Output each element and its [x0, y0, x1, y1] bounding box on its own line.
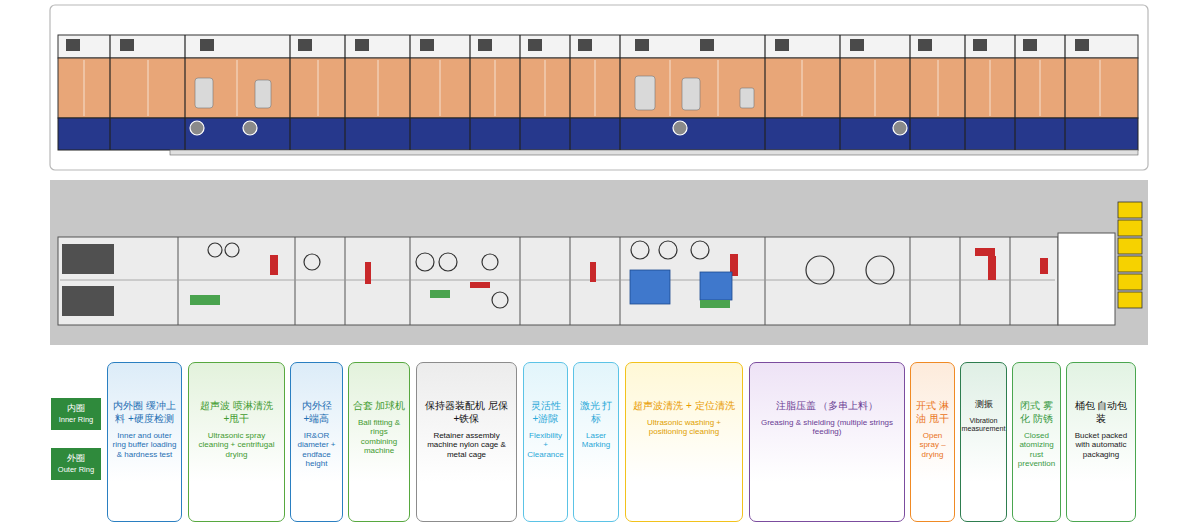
- station-box: 桶包 自动包装 Bucket packed with automatic pack…: [1066, 362, 1136, 522]
- station-box: 闭式 雾化 防锈 Closed atomizing rust prevention: [1012, 362, 1061, 522]
- station-description: Inner and outer ring buffer loading & ha…: [111, 431, 178, 459]
- station-description: Retainer assembly machine nylon cage & m…: [420, 431, 513, 459]
- station-box: 内外径 +端高 IR&OR diameter + endface height: [290, 362, 343, 522]
- station-description: Ball fitting & rings combining machine: [352, 418, 406, 456]
- station-description: Outer Ring: [58, 466, 94, 475]
- station-heading: 内圈: [67, 403, 85, 415]
- station-heading: 超声波 喷淋清洗 +甩干: [192, 399, 281, 425]
- station-box: 合套 加球机 Ball fitting & rings combining mac…: [348, 362, 410, 522]
- station-description: Ultrasonic spray cleaning + centrifugal …: [192, 431, 281, 459]
- station-box: 超声波清洗 + 定位清洗 Ultrasonic washing + positio…: [625, 362, 743, 522]
- station-box: 注脂压盖 （多串上料） Greasing & shielding (multipl…: [749, 362, 905, 522]
- station-heading: 内外圈 缓冲上料 +硬度检测: [111, 399, 178, 425]
- station-heading: 内外径 +端高: [294, 399, 339, 425]
- station-heading: 合套 加球机: [353, 399, 406, 412]
- station-description: Laser Marking: [577, 431, 615, 450]
- station-box: 开式 淋油 甩干 Open spray –drying: [910, 362, 955, 522]
- station-box: 内外圈 缓冲上料 +硬度检测 Inner and outer ring buffe…: [107, 362, 182, 522]
- station-heading: 保持器装配机 尼保+铁保: [420, 399, 513, 425]
- station-heading: 注脂压盖 （多串上料）: [776, 399, 879, 412]
- station-description: Inner Ring: [59, 416, 94, 425]
- station-heading: 闭式 雾化 防锈: [1016, 399, 1057, 425]
- station-box: 保持器装配机 尼保+铁保 Retainer assembly machine ny…: [416, 362, 517, 522]
- station-heading: 超声波清洗 + 定位清洗: [633, 399, 734, 412]
- station-heading: 激光 打标: [577, 399, 615, 425]
- ring-label: 内圈Inner Ring: [51, 398, 101, 430]
- station-heading: 灵活性 +游隙: [527, 399, 564, 425]
- station-description: Ultrasonic washing + positioning cleanin…: [629, 418, 739, 437]
- station-box: 激光 打标 Laser Marking: [573, 362, 619, 522]
- station-heading: 开式 淋油 甩干: [914, 399, 951, 425]
- station-description: Vibration measurement: [962, 417, 1006, 434]
- station-box: 测振 Vibration measurement: [960, 362, 1007, 522]
- station-description: Flexibility + Clearance: [527, 431, 564, 459]
- station-description: Bucket packed with automatic packaging: [1070, 431, 1132, 459]
- station-description: Greasing & shielding (multiple strings f…: [753, 418, 901, 437]
- station-heading: 测振: [975, 399, 993, 411]
- station-description: Open spray –drying: [914, 431, 951, 459]
- station-heading: 桶包 自动包装: [1070, 399, 1132, 425]
- station-box: 超声波 喷淋清洗 +甩干 Ultrasonic spray cleaning + …: [188, 362, 285, 522]
- ring-label: 外圈Outer Ring: [51, 448, 101, 480]
- station-description: Closed atomizing rust prevention: [1016, 431, 1057, 469]
- station-description: IR&OR diameter + endface height: [294, 431, 339, 469]
- station-heading: 外圈: [67, 453, 85, 465]
- station-box: 灵活性 +游隙 Flexibility + Clearance: [523, 362, 568, 522]
